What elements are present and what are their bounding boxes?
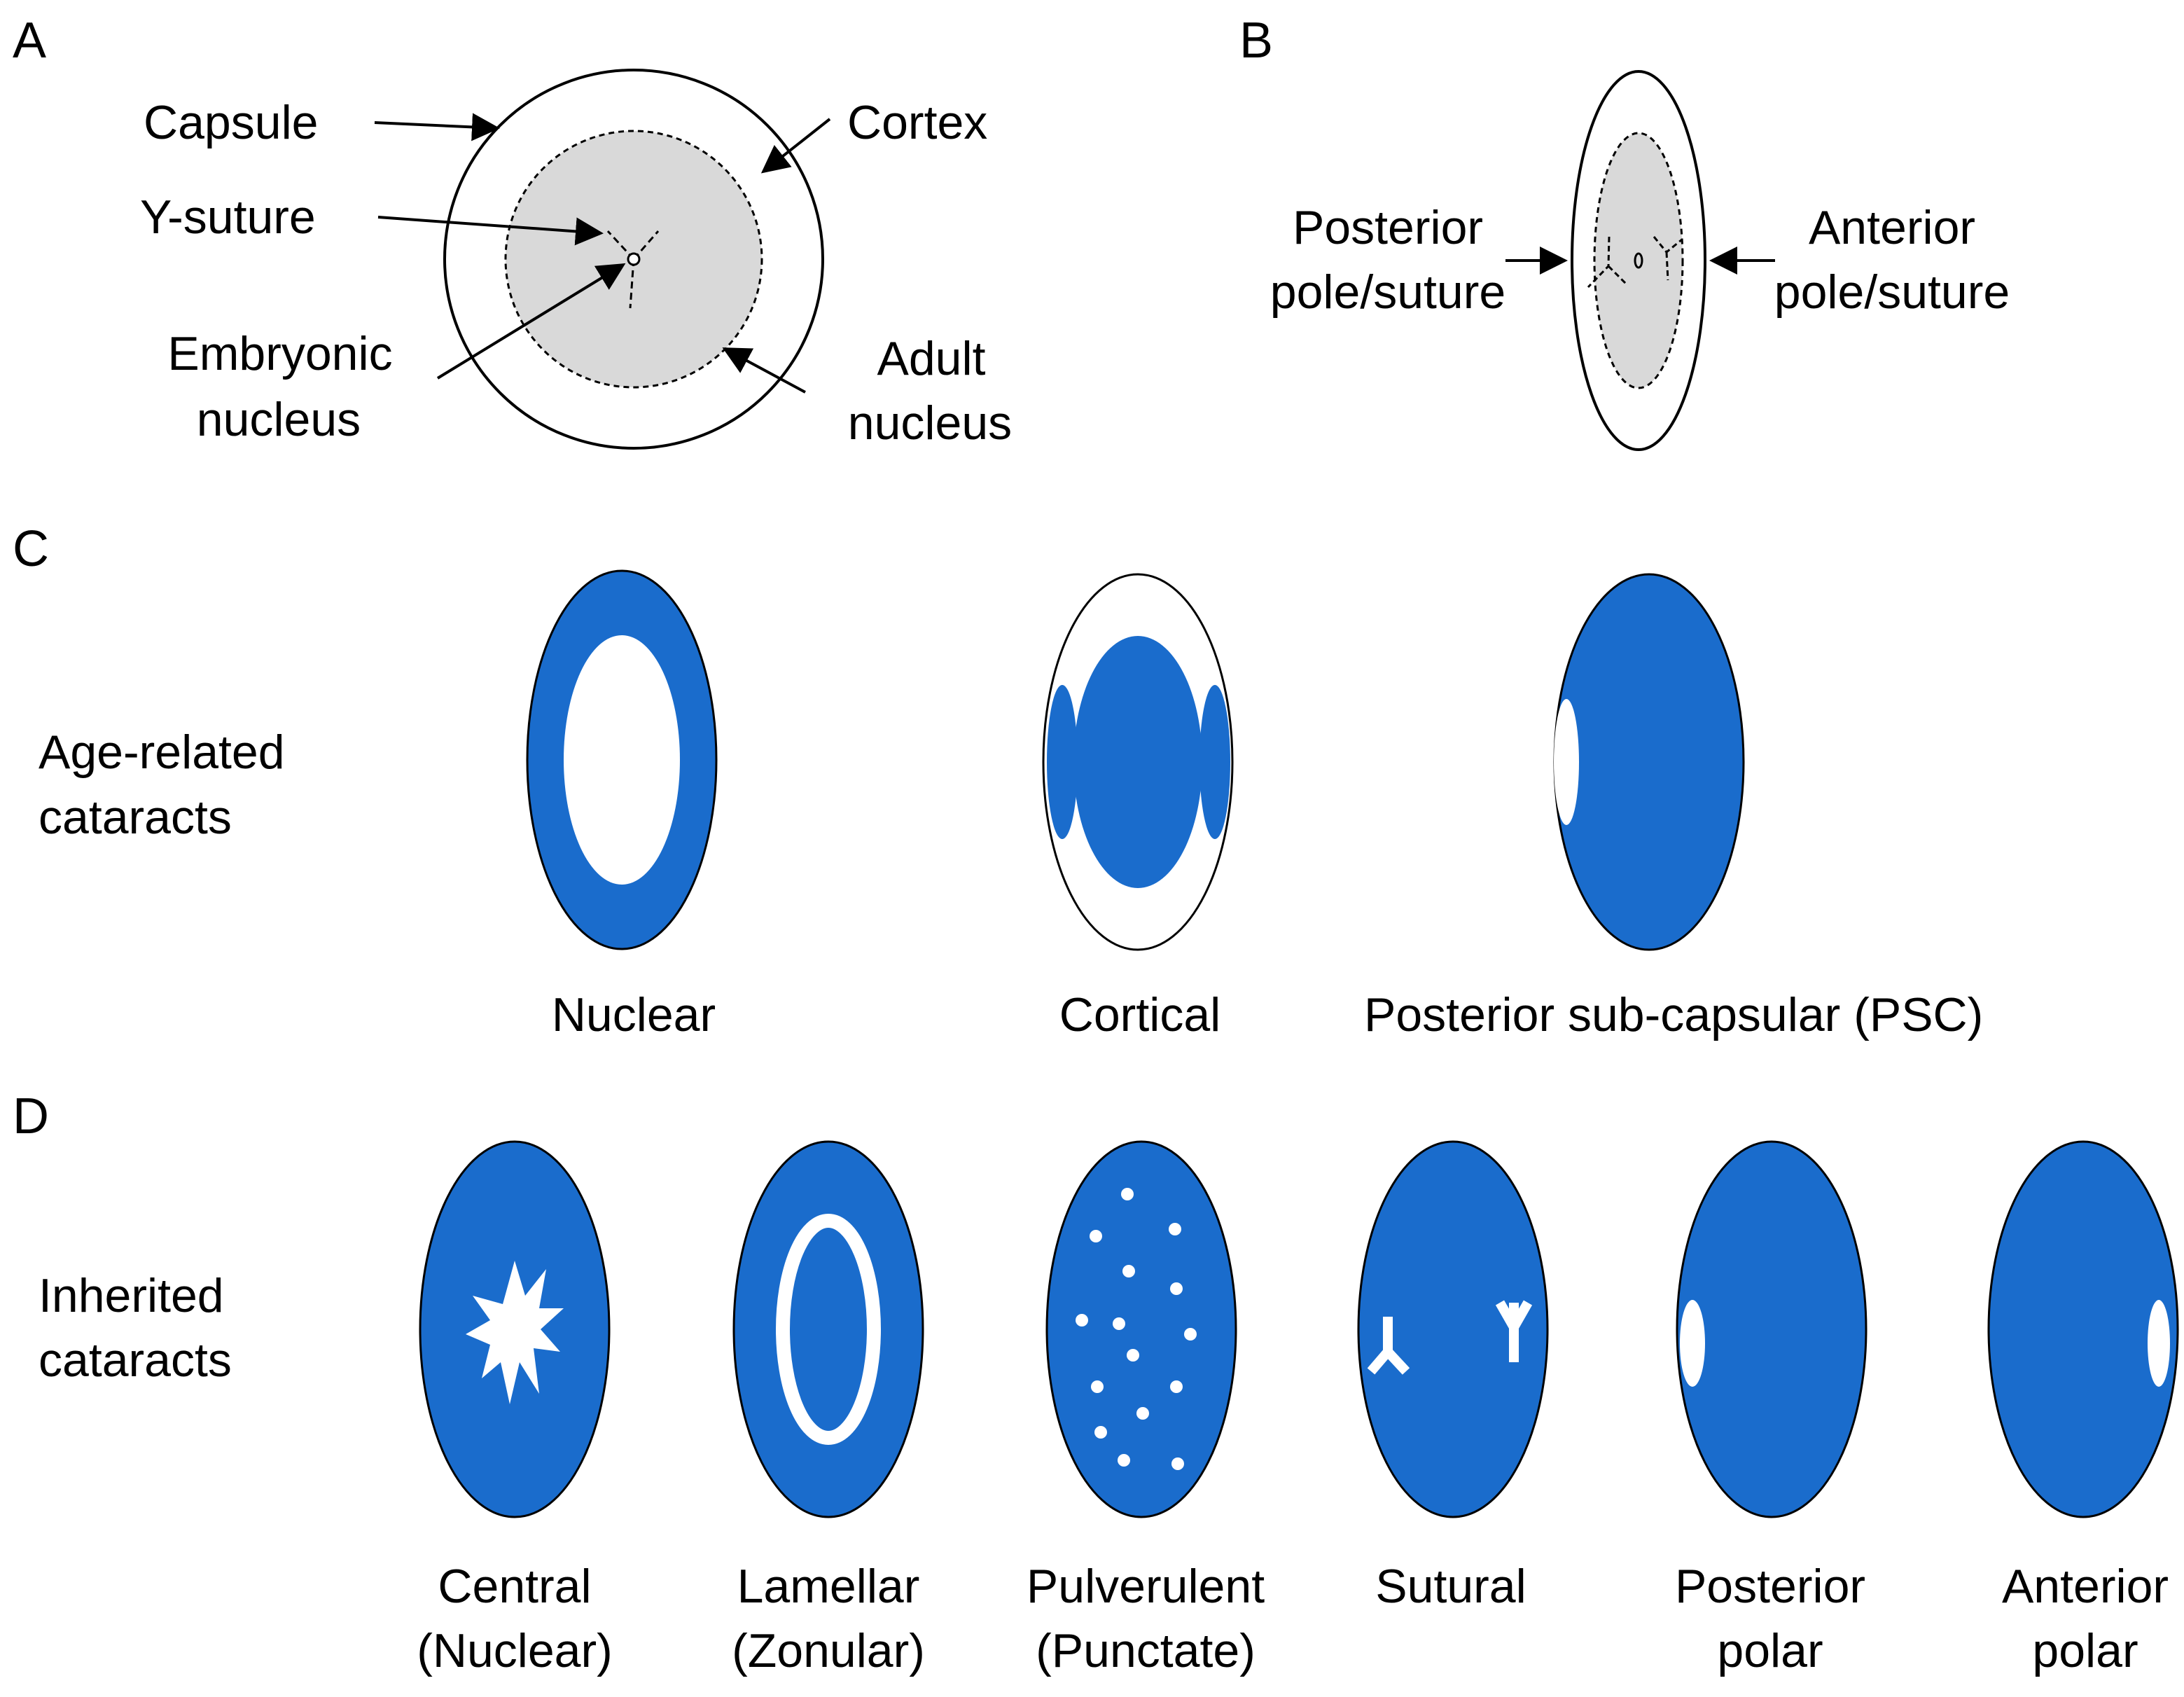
panel-d-letter: D: [13, 1088, 49, 1144]
panel-d: D Inherited cataracts Central (Nuclear) …: [13, 1088, 2179, 1677]
inherited-label-1: Inherited: [39, 1269, 224, 1322]
arrow-y-suture: [377, 216, 604, 246]
arrow-capsule: [374, 113, 500, 141]
panel-b: B Posterior pole/suture Anterior pole/su…: [1239, 13, 2010, 451]
label-lamellar-1: Lamellar: [737, 1560, 920, 1613]
posterior-polar-cataract: [1676, 1140, 1867, 1518]
label-adult-2: nucleus: [848, 396, 1012, 450]
arrow-adult: [722, 347, 806, 394]
central-cataract: [419, 1140, 611, 1518]
punctate-dots: [1076, 1188, 1197, 1470]
label-psc: Posterior sub-capsular (PSC): [1364, 988, 1983, 1041]
lens-side-nucleus: [1593, 132, 1684, 389]
label-capsule: Capsule: [144, 96, 319, 149]
cortical-cataract: [1042, 573, 1234, 951]
label-posterior-polar-2: polar: [1717, 1624, 1823, 1677]
psc-cataract: [1553, 573, 1745, 951]
label-pulverulent-2: (Punctate): [1036, 1624, 1256, 1677]
label-sutural-1: Sutural: [1375, 1560, 1526, 1613]
label-adult-1: Adult: [877, 332, 986, 385]
label-y-suture: Y-suture: [140, 191, 316, 244]
label-anterior-polar-1: Anterior: [2002, 1560, 2169, 1613]
sutural-cataract: [1357, 1140, 1549, 1518]
inherited-label-2: cataracts: [39, 1334, 232, 1387]
central-starburst: [466, 1261, 564, 1404]
label-embryonic-1: Embryonic: [167, 327, 392, 380]
age-related-label-2: cataracts: [39, 791, 232, 844]
pulverulent-cataract: [1045, 1140, 1237, 1518]
label-posterior-polar-1: Posterior: [1675, 1560, 1865, 1613]
arrow-cortex: [760, 118, 831, 174]
label-pulverulent-1: Pulverulent: [1027, 1560, 1265, 1613]
label-anterior-1: Anterior: [1809, 201, 1975, 254]
label-anterior-2: pole/suture: [1774, 265, 2010, 319]
embryonic-nucleus: [627, 252, 641, 266]
label-anterior-polar-2: polar: [2032, 1624, 2138, 1677]
side-embryonic-nucleus: [1634, 252, 1643, 269]
label-cortex: Cortex: [847, 96, 987, 149]
panel-c-letter: C: [13, 521, 49, 577]
sutural-y-marks: [1367, 1300, 1533, 1375]
label-lamellar-2: (Zonular): [732, 1624, 925, 1677]
lamellar-cataract: [732, 1140, 924, 1518]
age-related-label-1: Age-related: [39, 726, 285, 779]
panel-b-letter: B: [1239, 13, 1273, 69]
label-central-1: Central: [438, 1560, 591, 1613]
panel-a-letter: A: [13, 13, 46, 69]
label-posterior-1: Posterior: [1293, 201, 1483, 254]
anterior-polar-cataract: [1987, 1140, 2179, 1518]
side-sutures: [1587, 236, 1683, 289]
label-cortical: Cortical: [1059, 988, 1221, 1041]
label-central-2: (Nuclear): [417, 1624, 613, 1677]
label-nuclear: Nuclear: [552, 988, 716, 1041]
panel-a: A Capsule Cortex Y-suture Embryonic nucl…: [13, 13, 1012, 450]
panel-c: C Age-related cataracts Nuclear Cortical…: [13, 521, 1983, 1041]
label-embryonic-2: nucleus: [197, 393, 361, 446]
arrow-embryonic: [436, 263, 626, 380]
label-posterior-2: pole/suture: [1270, 265, 1505, 319]
nuclear-cataract: [526, 569, 718, 950]
